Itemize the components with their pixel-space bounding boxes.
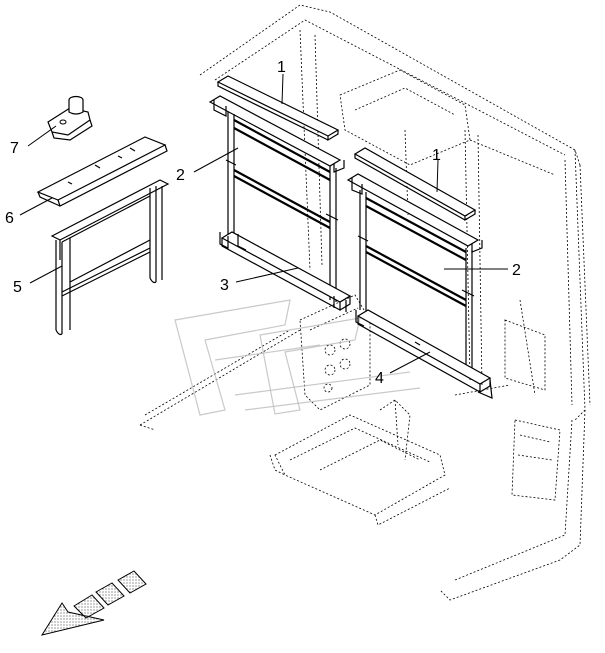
part-2-blind-left <box>208 95 345 302</box>
part-1-top-bar-left <box>216 75 340 142</box>
cab-structure <box>139 4 591 601</box>
part-5-frame <box>50 179 170 336</box>
part-3-bottom-rail <box>219 231 352 312</box>
leader-lines <box>19 73 508 374</box>
watermark-logo <box>174 299 421 416</box>
part-1-top-bar-right <box>353 147 477 222</box>
callout-5: 5 <box>13 279 22 296</box>
callout-2-left: 2 <box>176 167 185 184</box>
part-7-knob <box>47 95 93 141</box>
callout-2-right: 2 <box>512 262 521 279</box>
callouts: 1 1 2 2 3 4 5 6 7 <box>5 59 521 387</box>
callout-4: 4 <box>375 370 384 387</box>
callout-1-right: 1 <box>432 147 441 164</box>
callout-7: 7 <box>10 140 19 157</box>
callout-1-left: 1 <box>277 59 286 76</box>
callout-6: 6 <box>5 210 14 227</box>
direction-arrow-icon <box>40 570 147 636</box>
part-6-plate <box>36 136 168 207</box>
part-2-blind-right <box>346 173 483 372</box>
callout-3: 3 <box>220 277 229 294</box>
